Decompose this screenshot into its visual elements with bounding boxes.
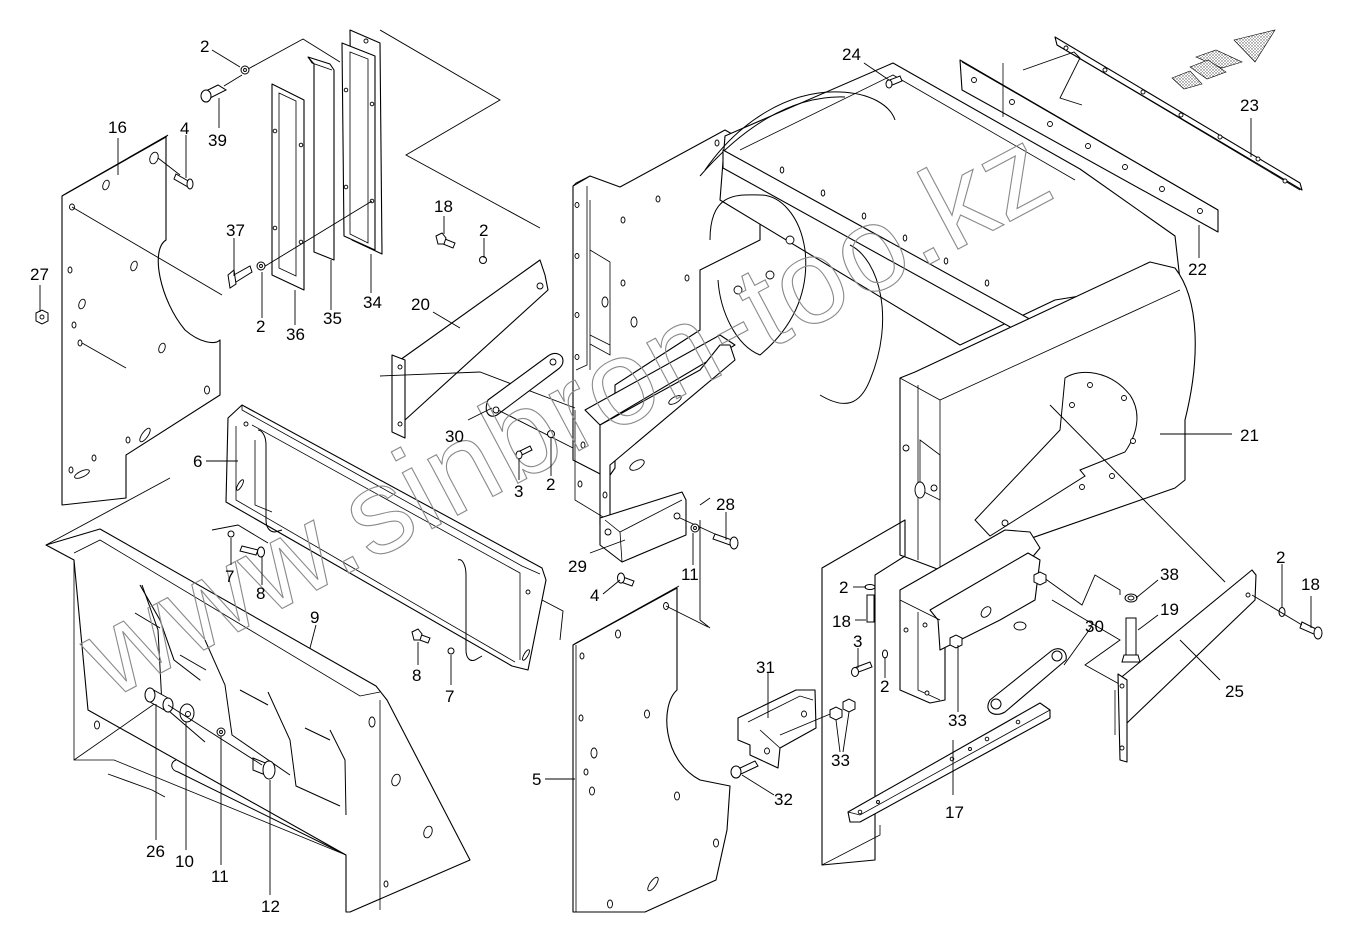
callout-33: 33 <box>948 711 967 730</box>
callout-23: 23 <box>1240 96 1259 115</box>
bracket-31 <box>737 689 836 769</box>
callout-32: 32 <box>774 790 793 809</box>
callout-21: 21 <box>1240 426 1259 445</box>
callout-18: 18 <box>832 612 851 631</box>
callout-37: 37 <box>226 221 245 240</box>
callout-28: 28 <box>716 495 735 514</box>
callout-19: 19 <box>1160 600 1179 619</box>
callout-11: 11 <box>681 565 699 584</box>
callout-2: 2 <box>256 317 265 336</box>
callout-29: 29 <box>568 557 587 576</box>
callout-5: 5 <box>532 770 541 789</box>
callout-38: 38 <box>1160 565 1179 584</box>
callout-36: 36 <box>286 325 305 344</box>
callout-33: 33 <box>831 751 850 770</box>
callout-20: 20 <box>411 295 430 314</box>
fasteners <box>35 65 1323 780</box>
callout-2: 2 <box>546 475 555 494</box>
callout-4: 4 <box>590 586 599 605</box>
callout-16: 16 <box>108 118 127 137</box>
callout-2: 2 <box>880 677 889 696</box>
callout-30: 30 <box>1085 617 1104 636</box>
rear-plate <box>821 519 906 866</box>
travel-direction-arrow <box>1171 29 1276 90</box>
callout-39: 39 <box>208 131 227 150</box>
chute-frame-6 <box>225 404 547 671</box>
strip-17 <box>847 702 1051 823</box>
callout-2: 2 <box>1276 548 1285 567</box>
callout-22: 22 <box>1188 260 1207 279</box>
callout-3: 3 <box>853 632 862 651</box>
callout-3: 3 <box>514 482 523 501</box>
gasket-36 <box>271 83 305 291</box>
bracket-29 <box>599 491 729 563</box>
callout-leaders <box>39 49 1312 895</box>
callout-17: 17 <box>945 803 964 822</box>
callout-18: 18 <box>1301 575 1320 594</box>
callout-7: 7 <box>225 567 234 586</box>
callout-24: 24 <box>842 45 861 64</box>
callout-30: 30 <box>445 427 464 446</box>
link-30-lower <box>987 648 1067 715</box>
callout-12: 12 <box>261 897 280 916</box>
callout-34: 34 <box>363 293 382 312</box>
callout-7: 7 <box>445 687 454 706</box>
cutting-rail-23 <box>1054 36 1303 191</box>
callout-6: 6 <box>193 452 202 471</box>
callout-31: 31 <box>756 658 775 677</box>
callout-25: 25 <box>1225 682 1244 701</box>
bracket-20 <box>379 259 576 439</box>
side-panel-5 <box>572 585 731 913</box>
callout-11: 11 <box>211 867 229 886</box>
callout-8: 8 <box>412 666 421 685</box>
strip-35 <box>307 56 335 261</box>
link-30-upper <box>485 352 564 417</box>
callout-18: 18 <box>434 197 453 216</box>
bucket-housing-9 <box>45 528 471 913</box>
side-panel-16 <box>61 134 223 506</box>
callout-26: 26 <box>146 842 165 861</box>
callout-2: 2 <box>479 221 488 240</box>
callout-2: 2 <box>200 37 209 56</box>
gasket-34 <box>341 29 383 255</box>
callout-9: 9 <box>310 608 319 627</box>
callout-10: 10 <box>175 852 194 871</box>
auger-housing-frame <box>572 62 1226 704</box>
callout-8: 8 <box>256 584 265 603</box>
callout-27: 27 <box>30 265 49 284</box>
callout-labels: 2 39 16 4 27 37 2 36 35 34 18 2 20 30 3 … <box>30 37 1320 916</box>
callout-2: 2 <box>839 578 848 597</box>
callout-35: 35 <box>323 309 342 328</box>
wear-strip-22 <box>959 59 1219 233</box>
callout-4: 4 <box>180 119 189 138</box>
